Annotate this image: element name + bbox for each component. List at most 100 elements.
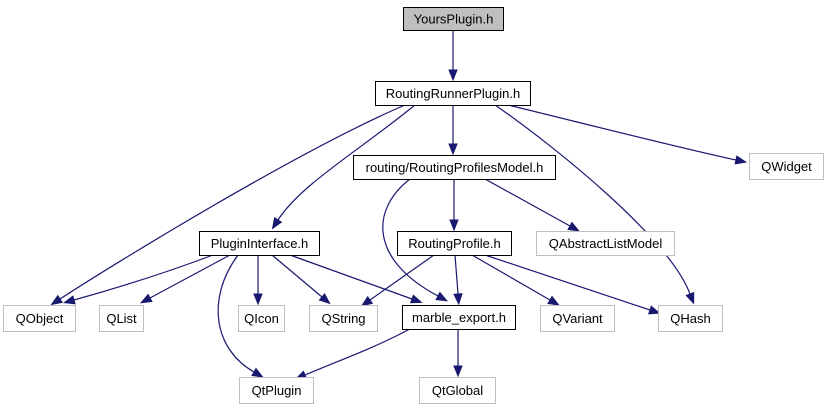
edge-line — [289, 254, 413, 300]
arrowhead-icon — [253, 293, 263, 306]
node-label: QIcon — [244, 311, 279, 326]
node-qabstractlistmodel[interactable]: QAbstractListModel — [536, 231, 675, 256]
node-qicon[interactable]: QIcon — [238, 305, 285, 332]
edge-routing_profiles_model-to-qabstractlistmodel — [484, 178, 580, 232]
node-label: routing/RoutingProfilesModel.h — [366, 160, 544, 175]
node-label: QHash — [670, 311, 710, 326]
arrowhead-icon — [734, 155, 748, 165]
edge-plugin_interface-to-qstring — [271, 254, 331, 305]
arrowhead-icon — [567, 221, 580, 232]
dependency-edges — [50, 30, 748, 380]
node-qwidget[interactable]: QWidget — [749, 153, 824, 180]
edge-routing_profile-to-qhash — [484, 254, 661, 315]
node-label: PluginInterface.h — [211, 236, 309, 251]
arrowhead-icon — [453, 293, 463, 306]
edge-routing_runner_plugin-to-qwidget — [507, 104, 748, 165]
arrowhead-icon — [63, 295, 76, 305]
node-label: QtGlobal — [432, 383, 483, 398]
node-qstring[interactable]: QString — [309, 305, 378, 332]
edge-line — [149, 254, 231, 299]
edge-line — [277, 104, 416, 221]
node-box — [403, 7, 504, 31]
node-label: RoutingProfile.h — [408, 236, 501, 251]
edge-routing_profiles_model-to-marble_export — [382, 178, 448, 302]
node-label: marble_export.h — [412, 310, 506, 325]
edge-plugin_interface-to-qtplugin — [217, 254, 264, 378]
node-box — [199, 231, 320, 256]
node-box — [749, 153, 824, 180]
node-box — [419, 377, 496, 404]
arrowhead-icon — [251, 367, 264, 378]
arrowhead-icon — [685, 291, 695, 305]
node-box — [397, 231, 512, 256]
edge-routing_runner_plugin-to-routing_profiles_model — [448, 105, 458, 156]
node-box — [3, 305, 76, 332]
node-box — [536, 231, 675, 256]
edge-line — [271, 254, 323, 298]
arrowhead-icon — [50, 294, 63, 306]
node-qobject[interactable]: QObject — [3, 305, 76, 332]
arrowhead-icon — [448, 143, 458, 156]
edge-line — [507, 104, 737, 161]
node-box — [99, 305, 144, 332]
node-label: YoursPlugin.h — [414, 12, 494, 27]
edge-routing_profiles_model-to-routing_profile — [449, 179, 459, 232]
node-routing-profile[interactable]: RoutingProfile.h — [397, 231, 512, 256]
edge-line — [382, 178, 439, 297]
edge-routing_runner_plugin-to-plugin_interface — [271, 104, 416, 230]
arrowhead-icon — [648, 305, 661, 315]
node-box — [540, 305, 615, 332]
node-qlist[interactable]: QList — [99, 305, 144, 332]
node-box — [658, 305, 723, 332]
node-qvariant[interactable]: QVariant — [540, 305, 615, 332]
edge-line — [471, 254, 551, 301]
node-box — [239, 377, 314, 404]
node-label: RoutingRunnerPlugin.h — [386, 86, 520, 101]
edge-routing_runner_plugin-to-qobject — [50, 104, 406, 306]
node-plugin-interface[interactable]: PluginInterface.h — [199, 231, 320, 256]
arrowhead-icon — [448, 69, 458, 82]
node-marble-export[interactable]: marble_export.h — [402, 305, 516, 330]
edge-line — [494, 104, 691, 295]
node-label: QList — [106, 311, 137, 326]
node-routing-profiles-model[interactable]: routing/RoutingProfilesModel.h — [353, 155, 556, 180]
arrowhead-icon — [271, 217, 283, 230]
dependency-nodes: YoursPlugin.hRoutingRunnerPlugin.hQWidge… — [3, 7, 824, 404]
node-box — [238, 305, 285, 332]
node-label: QVariant — [552, 311, 603, 326]
edge-marble_export-to-qtglobal — [453, 329, 463, 378]
arrowhead-icon — [318, 293, 331, 305]
edge-line — [59, 104, 406, 300]
node-qhash[interactable]: QHash — [658, 305, 723, 332]
node-box — [353, 155, 556, 180]
node-box — [402, 305, 516, 330]
edge-routing_profile-to-marble_export — [453, 254, 463, 306]
edge-line — [454, 254, 459, 295]
node-qtplugin[interactable]: QtPlugin — [239, 377, 314, 404]
node-routing-runner-plugin[interactable]: RoutingRunnerPlugin.h — [375, 81, 531, 106]
edge-line — [304, 328, 411, 376]
arrowhead-icon — [435, 291, 448, 302]
edge-routing_runner_plugin-to-qhash — [494, 104, 695, 305]
node-label: QWidget — [761, 159, 812, 174]
edge-line — [484, 254, 651, 311]
edge-line — [217, 254, 255, 373]
arrowhead-icon — [140, 293, 153, 304]
arrowhead-icon — [409, 294, 423, 304]
node-label: QString — [321, 311, 365, 326]
arrowhead-icon — [453, 365, 463, 378]
node-box — [375, 81, 531, 106]
arrowhead-icon — [360, 295, 374, 307]
node-label: QtPlugin — [252, 383, 302, 398]
edge-line — [484, 178, 571, 227]
node-qtglobal[interactable]: QtGlobal — [419, 377, 496, 404]
edge-routing_profile-to-qvariant — [471, 254, 560, 306]
edge-routing_profile-to-qstring — [360, 254, 435, 307]
node-yours-plugin[interactable]: YoursPlugin.h — [403, 7, 504, 31]
edge-yours_plugin-to-routing_runner_plugin — [448, 30, 458, 82]
node-box — [309, 305, 378, 332]
edge-line — [73, 254, 214, 301]
edge-plugin_interface-to-marble_export — [289, 254, 423, 304]
edge-line — [369, 254, 435, 301]
